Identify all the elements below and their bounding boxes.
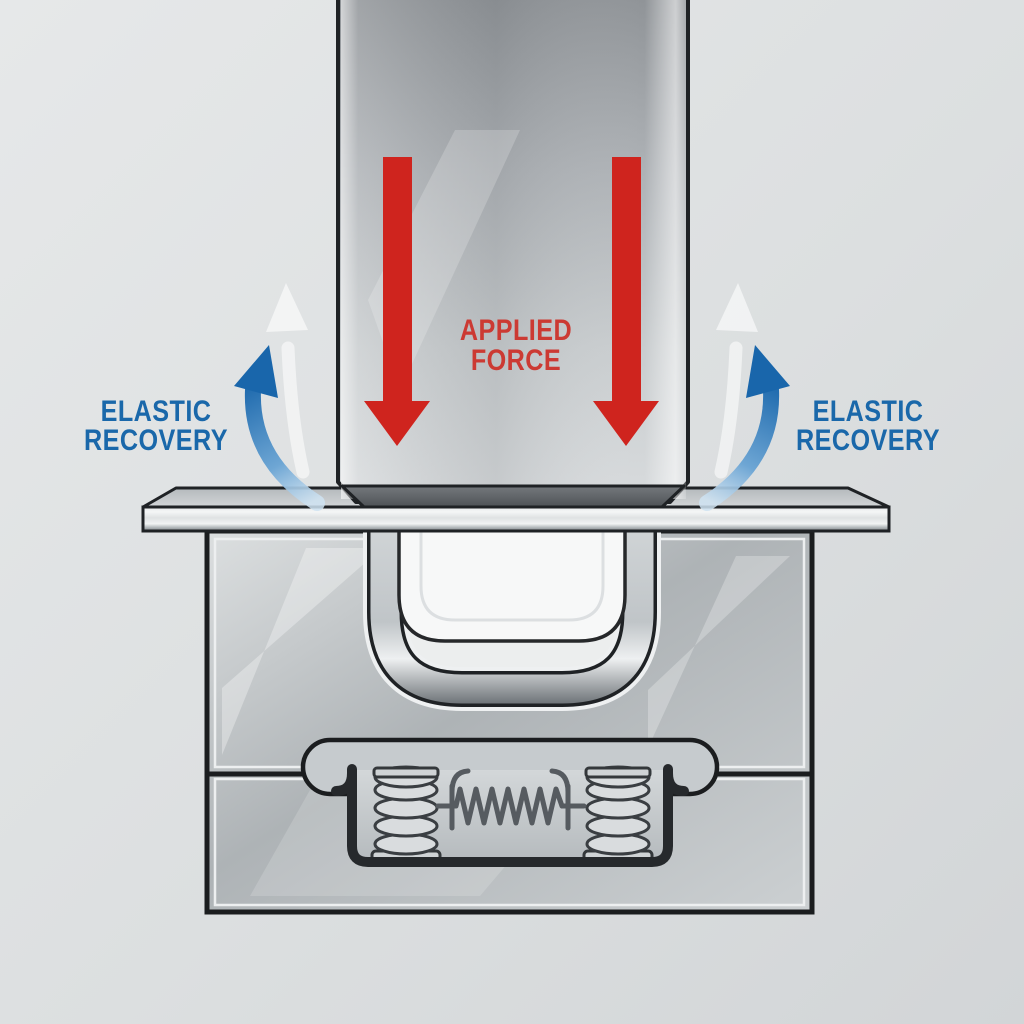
cavity-metal-band	[370, 514, 654, 704]
extension-spring	[435, 768, 587, 831]
coil-spring-right	[582, 765, 654, 864]
elastic-recovery-label-right: ELASTIC RECOVERY	[734, 395, 1003, 457]
elastic-recovery-left-line2: RECOVERY	[84, 424, 228, 457]
sheet-plate-front-face	[141, 505, 891, 533]
applied-force-arrow-right	[593, 157, 659, 446]
coil-spring-left-top	[372, 766, 440, 779]
ghost-arrow-head	[266, 283, 308, 332]
extension-spring-hook-right	[549, 768, 571, 795]
tray-curl-right	[663, 768, 689, 796]
formed-cup-inner-line	[419, 524, 605, 622]
extension-spring-hook-left	[449, 768, 471, 795]
elastic-recovery-right-line1: ELASTIC	[812, 395, 924, 428]
die-sheen-left	[222, 548, 382, 755]
applied-force-label-line1: APPLIED	[459, 314, 573, 347]
die-sheen-right	[648, 556, 790, 748]
applied-force-label-line2: FORCE	[470, 344, 562, 377]
elastic-recovery-right-line2: RECOVERY	[796, 424, 940, 457]
elastic-recovery-arrow-left	[234, 283, 325, 511]
applied-force-arrow-left	[364, 157, 430, 446]
spring-tray	[331, 764, 689, 867]
elastic-recovery-label-left: ELASTIC RECOVERY	[22, 395, 291, 457]
formed-cup	[397, 518, 627, 643]
ghost-arrow-shaft	[281, 341, 310, 479]
formed-cup-body	[397, 518, 627, 643]
coil-spring-left	[370, 765, 442, 864]
elastic-recovery-left-line1: ELASTIC	[100, 395, 212, 428]
punch-nose	[340, 484, 686, 509]
elastic-recovery-arrow-shaft	[244, 382, 325, 511]
applied-force-label: APPLIED FORCE	[390, 316, 642, 376]
extension-spring-zigzag	[435, 786, 587, 826]
coil-spring-right-top	[584, 766, 652, 779]
tray-wall	[347, 764, 673, 867]
spring-tray-walls	[331, 764, 689, 867]
elastic-recovery-arrow-head	[234, 345, 278, 398]
